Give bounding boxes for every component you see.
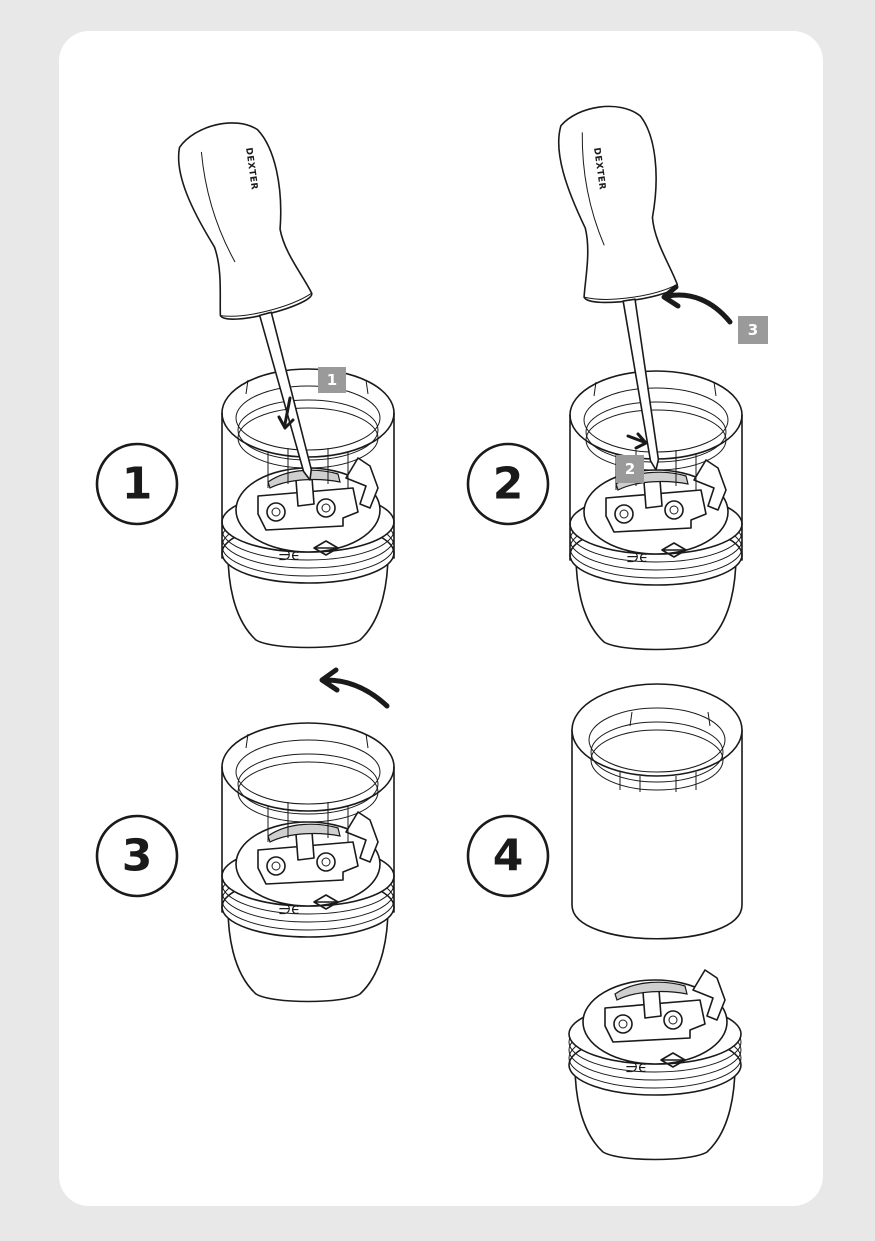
step-3: 3 (95, 667, 395, 1003)
lamp-holder-icon (221, 722, 395, 1003)
step-1-badge (318, 367, 346, 393)
step-4: 4 (466, 683, 743, 1161)
svg-text:1: 1 (327, 371, 337, 389)
step-4-circle (466, 814, 550, 898)
sleeve-icon (571, 683, 743, 940)
arrow-icon (277, 396, 295, 430)
svg-text:3: 3 (748, 321, 758, 339)
step-3-badge (738, 316, 768, 344)
step-2-number: 2 (493, 459, 524, 510)
lamp-holder-icon (569, 370, 743, 651)
rotate-arrow-icon (661, 284, 733, 325)
svg-text:2: 2 (625, 460, 635, 478)
step-1-circle (95, 442, 179, 526)
lamp-holder-icon (568, 969, 742, 1161)
arrow-icon (626, 432, 648, 450)
step-2-circle (466, 442, 550, 526)
rotate-arrow-icon (319, 667, 390, 709)
step-2-badge (616, 455, 644, 483)
step-2: 2 2 3 DEXTER (466, 98, 768, 651)
step-3-circle (95, 814, 179, 898)
step-1-number: 1 (122, 459, 153, 510)
step-1: 1 1 DEXTER (95, 111, 395, 649)
lamp-holder-icon (221, 368, 395, 649)
step-3-number: 3 (122, 831, 153, 882)
step-4-number: 4 (493, 831, 524, 882)
